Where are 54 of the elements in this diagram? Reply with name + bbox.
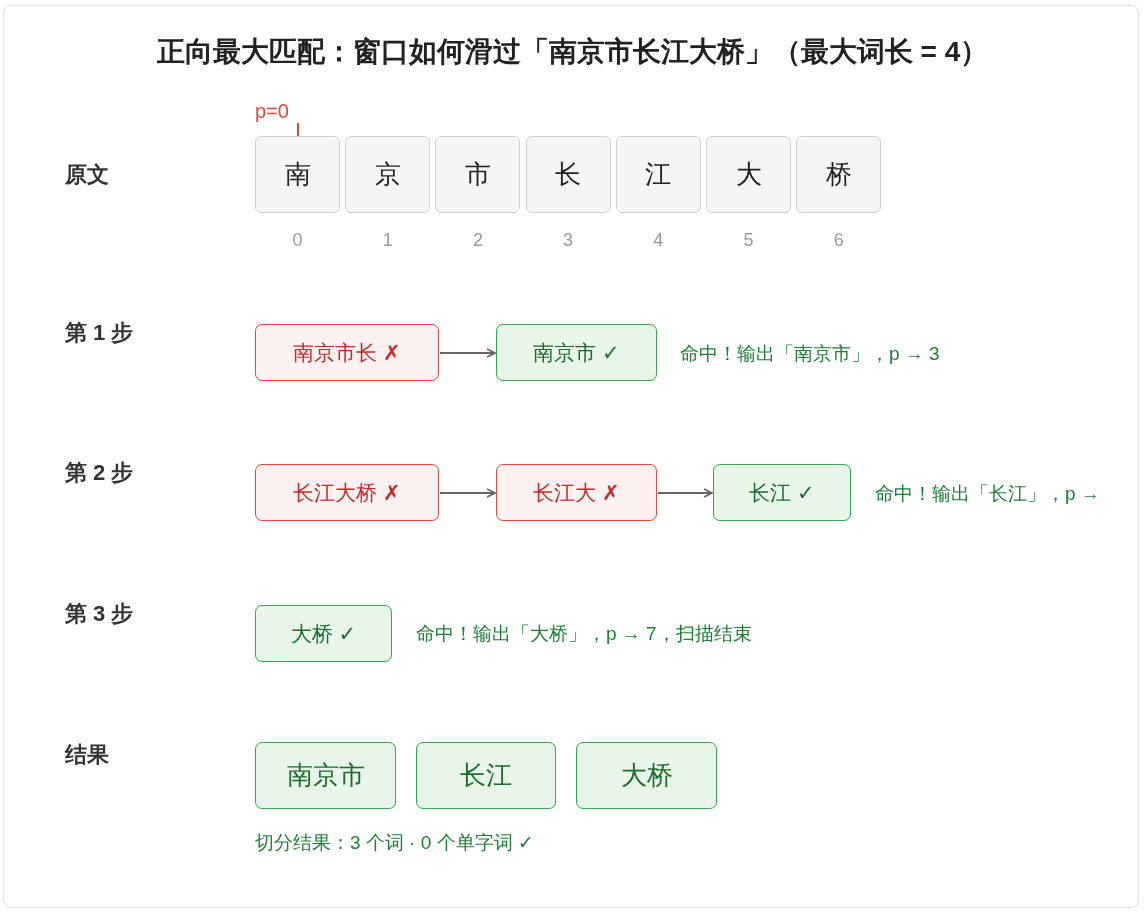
arrow	[439, 348, 496, 358]
index-number: 0	[292, 229, 303, 251]
character-cell	[796, 136, 882, 213]
cell-character: 大	[735, 158, 762, 191]
result-word-box	[255, 742, 396, 809]
cell-character: 市	[464, 158, 491, 191]
leader-line	[297, 122, 299, 137]
match-note: 命中！输出「长江」，p →	[875, 482, 1100, 506]
index-number: 5	[743, 229, 754, 251]
candidate-text: 南京市 ✓	[533, 339, 620, 366]
result-text: 长江	[460, 759, 512, 792]
rejected-candidate-box	[496, 464, 657, 521]
result-text: 南京市	[286, 759, 365, 792]
rejected-candidate-box	[255, 464, 439, 521]
row-label: 结果	[65, 742, 109, 768]
character-cell	[615, 136, 701, 213]
character-cell	[255, 136, 340, 213]
matched-word-box	[713, 464, 851, 521]
index-number: 4	[653, 229, 664, 251]
candidate-text: 大桥 ✓	[290, 620, 357, 647]
cell-character: 长	[555, 158, 582, 191]
index-number: 3	[563, 229, 574, 251]
arrow	[657, 488, 713, 498]
matched-word-box	[496, 324, 657, 381]
matched-word-box	[255, 605, 392, 662]
match-note: 命中！输出「南京市」，p → 3	[680, 342, 940, 366]
character-cell	[706, 136, 791, 213]
cell-character: 南	[284, 158, 311, 191]
row-label: 第 3 步	[65, 601, 134, 627]
candidate-text: 长江大桥 ✗	[293, 479, 401, 506]
summary-note: 切分结果：3 个词 · 0 个单字词 ✓	[255, 831, 534, 855]
character-cell	[525, 136, 611, 213]
result-word-box	[576, 742, 717, 809]
index-number: 1	[382, 229, 393, 251]
rejected-candidate-box	[255, 324, 439, 381]
row-label: 第 2 步	[65, 460, 134, 486]
result-text: 大桥	[620, 759, 673, 792]
cell-character: 京	[374, 158, 401, 191]
arrow	[439, 488, 496, 498]
cell-character: 桥	[825, 158, 852, 191]
row-label: 第 1 步	[65, 320, 134, 346]
row-label: 原文	[65, 162, 109, 188]
index-number: 2	[472, 229, 483, 251]
diagram-title: 正向最大匹配：窗口如何滑过「南京市长江大桥」（最大词长 = 4）	[156, 36, 989, 67]
candidate-text: 南京市长 ✗	[293, 339, 401, 366]
match-note: 命中！输出「大桥」，p → 7，扫描结束	[416, 622, 752, 646]
candidate-text: 长江大 ✗	[533, 479, 620, 506]
character-cell	[345, 136, 431, 213]
pointer-label: p=0	[255, 99, 289, 123]
result-word-box	[416, 742, 556, 809]
candidate-text: 长江 ✓	[749, 479, 815, 506]
cell-character: 江	[645, 158, 672, 191]
index-number: 6	[833, 229, 844, 251]
character-cell	[435, 136, 521, 213]
